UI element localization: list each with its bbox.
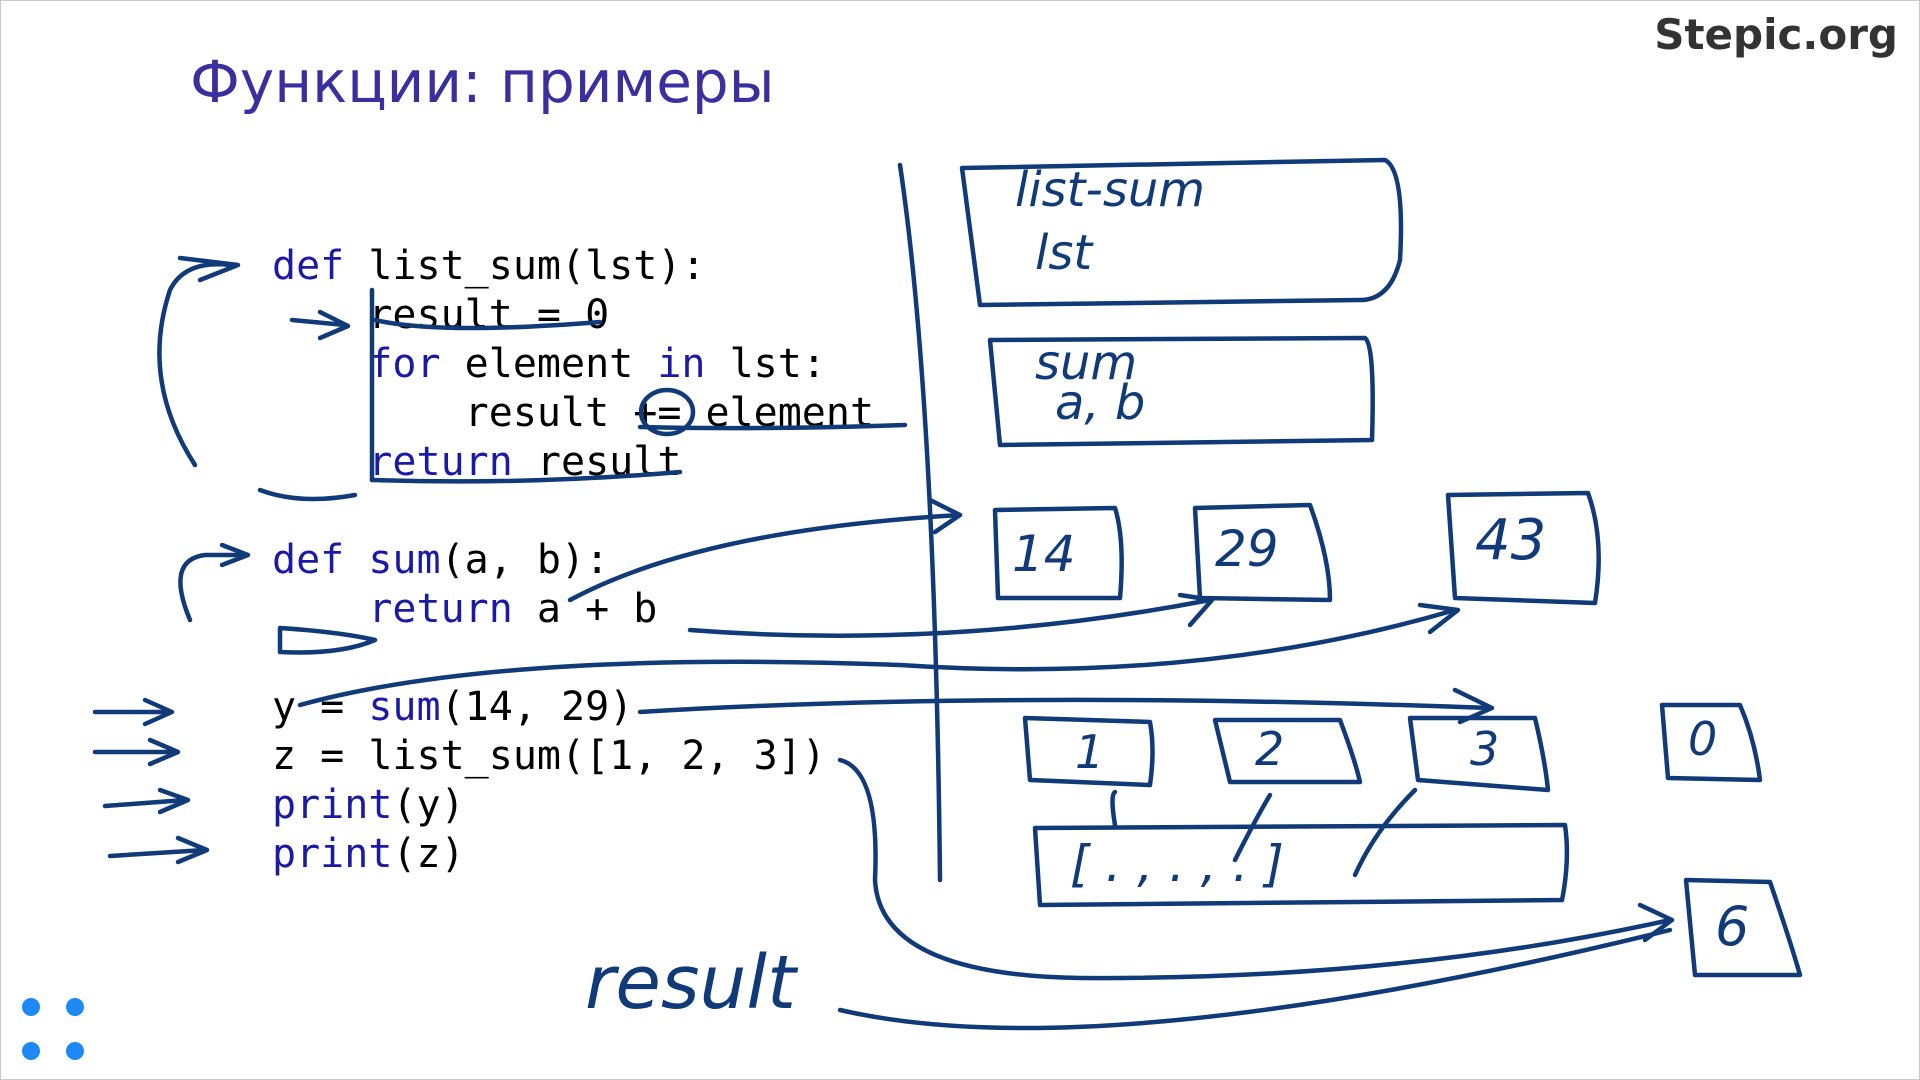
- function-name: print: [272, 831, 393, 877]
- function-name: print: [272, 782, 393, 828]
- keyword: def: [272, 243, 345, 289]
- code-text: y =: [272, 684, 369, 730]
- hw-box-3: 3: [1470, 722, 1500, 776]
- code-text: (a, b):: [440, 537, 610, 583]
- hw-frame2-name: sum: [1035, 335, 1138, 391]
- code-line-1: def list_sum(lst):: [272, 242, 705, 291]
- keyword: def: [272, 537, 345, 583]
- function-name: sum: [368, 684, 441, 730]
- keyword: return: [368, 439, 513, 485]
- hw-box-2: 2: [1255, 722, 1285, 776]
- code-line-4: result += element: [272, 390, 875, 436]
- code-text: lst:: [705, 341, 826, 387]
- code-text: list_sum(lst):: [344, 243, 706, 289]
- code-line-10: print(y): [272, 781, 465, 830]
- code-text: (z): [392, 831, 465, 877]
- code-text: a + b: [512, 586, 658, 632]
- slide-title: Функции: примеры: [190, 48, 775, 116]
- code-text: element: [440, 341, 658, 387]
- keyword: return: [368, 586, 513, 632]
- hw-box-1: 1: [1075, 725, 1105, 779]
- hw-frame1-name: list-sum: [1015, 162, 1206, 218]
- code-line-7: return a + b: [272, 585, 657, 634]
- function-name: sum: [368, 537, 441, 583]
- code-text: result: [512, 439, 682, 485]
- code-line-11: print(z): [272, 830, 465, 879]
- hw-box-43: 43: [1475, 508, 1547, 573]
- code-text: (y): [392, 782, 465, 828]
- hw-box-6: 6: [1715, 895, 1750, 958]
- stepic-logo-icon: [22, 998, 84, 1060]
- brand-label: Stepic.org: [1654, 10, 1898, 59]
- code-line-5: return result: [272, 438, 681, 487]
- hw-result-label: result: [585, 940, 796, 1026]
- code-line-8: y = sum(14, 29): [272, 683, 633, 732]
- hw-frame1-var: lst: [1035, 225, 1093, 281]
- hw-list-box: [ . , . , . ]: [1070, 835, 1284, 893]
- code-line-2: result = 0: [272, 292, 610, 338]
- code-text: (14, 29): [440, 684, 634, 730]
- keyword: in: [657, 341, 706, 387]
- hw-box-29: 29: [1215, 520, 1279, 578]
- hw-box-0: 0: [1688, 712, 1718, 766]
- code-line-9: z = list_sum([1, 2, 3]): [272, 733, 826, 779]
- code-line-3: for element in lst:: [272, 340, 826, 389]
- keyword: for: [368, 341, 441, 387]
- code-line-6: def sum(a, b):: [272, 536, 609, 585]
- hw-frame2-vars: a, b: [1055, 375, 1146, 431]
- hw-box-14: 14: [1012, 525, 1076, 583]
